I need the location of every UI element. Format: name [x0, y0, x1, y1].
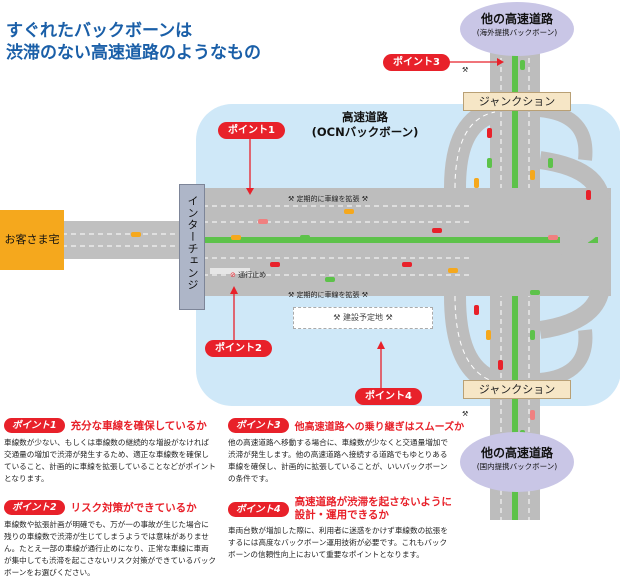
- pointer-point3: ポイント3: [383, 54, 450, 71]
- section-title: 高速道路が渋滞を起さないように 設計・運用できるか: [294, 496, 452, 521]
- worker-icon: ⚒: [288, 195, 295, 203]
- road-closed-note: ⊘ 通行止め: [230, 271, 267, 279]
- customer-home: お客さま宅: [0, 210, 64, 270]
- worker-icon: ⚒: [361, 291, 369, 299]
- junction-bottom: ジャンクション: [463, 380, 571, 399]
- access-road: [62, 221, 182, 259]
- highway-title: 高速道路 (OCNバックボーン): [311, 110, 419, 139]
- planned-construction: ⚒ 建設予定地 ⚒: [293, 307, 433, 329]
- section-point4: ポイント4 高速道路が渋滞を起さないように 設計・運用できるか 車両台数が増加し…: [228, 496, 452, 561]
- section-title: 充分な車線を確保しているか: [70, 420, 207, 432]
- worker-icon: ⚒: [361, 195, 369, 203]
- no-entry-icon: ⊘: [230, 271, 236, 279]
- car-icon: [131, 60, 591, 440]
- other-highway-overseas: 他の高速道路 (海外提携バックボーン): [460, 2, 574, 56]
- badge-point1: ポイント1: [4, 418, 65, 433]
- worker-icon: ⚒: [333, 313, 341, 322]
- section-body: 車線数や拡張計画が明確でも、万が一の事故が生じた場合に残りの車線数で渋滞が生じて…: [4, 520, 217, 577]
- section-title: 他高速道路への乗り継ぎはスムーズか: [294, 422, 465, 433]
- pointer-point4: ポイント4: [355, 388, 422, 405]
- page-heading: すぐれたバックボーンは 渋滞のない高速道路のようなもの: [6, 20, 261, 64]
- badge-point4: ポイント4: [228, 501, 289, 517]
- section-point1: ポイント1 充分な車線を確保しているか 車線数が少ない、もしくは車線数の継続的な…: [4, 418, 216, 485]
- worker-icon: ⚒: [385, 313, 393, 322]
- heading-line1: すぐれたバックボーンは: [6, 21, 193, 41]
- worker-icon: ⚒: [462, 66, 469, 74]
- worker-icon: ⚒: [288, 291, 295, 299]
- section-point2: ポイント2 リスク対策ができているか 車線数や拡張計画が明確でも、万が一の事故が…: [4, 500, 216, 579]
- heading-line2: 渋滞のない高速道路のようなもの: [6, 43, 261, 63]
- lane-expand-note-bottom: ⚒ 定期的に車線を拡張 ⚒: [288, 291, 369, 299]
- worker-icon: ⚒: [462, 410, 469, 418]
- badge-point2: ポイント2: [4, 500, 65, 515]
- pointer-point1: ポイント1: [218, 122, 285, 139]
- section-body: 車線数が少ない、もしくは車線数の継続的な増設がなければ交通量の増加で渋滞が発生す…: [4, 438, 216, 483]
- lane-expand-note-top: ⚒ 定期的に車線を拡張 ⚒: [288, 195, 369, 203]
- section-title: リスク対策ができているか: [70, 502, 197, 514]
- section-body: 他の高速道路へ移動する場合に、車線数が少なくと交通量増加で渋滞が発生します。他の…: [228, 438, 448, 483]
- junction-top: ジャンクション: [463, 92, 571, 111]
- badge-point3: ポイント3: [228, 418, 289, 433]
- pointer-point2: ポイント2: [205, 340, 272, 357]
- interchange: インターチェンジ: [179, 184, 205, 310]
- section-body: 車両台数が増加した際に、利用者に迷惑をかけず車線数の拡張をするには高度なバックボ…: [228, 526, 448, 559]
- section-point3: ポイント3 他高速道路への乗り継ぎはスムーズか 他の高速道路へ移動する場合に、車…: [228, 418, 464, 485]
- other-highway-domestic: 他の高速道路 (国内提携バックボーン): [460, 432, 574, 492]
